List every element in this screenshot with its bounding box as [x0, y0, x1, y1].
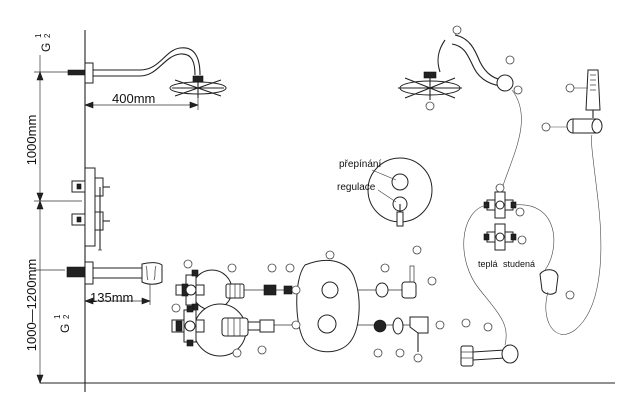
bath-spout-3d	[460, 344, 519, 367]
diverter-leader	[371, 169, 397, 181]
control-plate-front	[367, 157, 433, 227]
hose-upper	[499, 89, 522, 196]
callout-flange-2	[513, 85, 523, 95]
valve-body-upper	[175, 269, 233, 311]
arrow-down-2	[36, 374, 44, 384]
arm-arrow-right	[189, 101, 199, 109]
spout-length-label: 135mm	[90, 290, 133, 305]
arm-length-label: 400mm	[112, 91, 155, 106]
diverter-cartridge	[225, 283, 245, 299]
hand-shower-hose	[545, 134, 602, 335]
callout-hand-shower	[565, 83, 575, 93]
thread-den-lower: 2	[62, 314, 71, 319]
pipe-to-hand-shower	[512, 204, 555, 271]
hand-shower-holder-bottom	[539, 269, 559, 295]
arrow-up-2	[36, 200, 44, 210]
callout-spout	[461, 318, 471, 328]
callout-holder-bottom	[565, 290, 575, 300]
cover-plate	[296, 259, 360, 353]
part-callouts	[171, 245, 445, 363]
thread-label-upper: G 1 2	[34, 33, 53, 52]
cold-label: studená	[503, 259, 535, 269]
warm-label: teplá	[478, 259, 498, 269]
installation-view: 1000mm 1000—1200mm G 1 2 G 1 2	[24, 30, 615, 392]
mixer-handle	[373, 316, 429, 352]
hand-shower	[585, 69, 601, 118]
thread-num-upper: 1	[34, 33, 43, 38]
valve-body-lower	[171, 303, 247, 357]
callout-valve-upper	[495, 183, 505, 193]
callout-wall-holder	[541, 122, 551, 132]
bath-spout-side	[66, 261, 163, 285]
thread-num-lower: 1	[53, 314, 62, 319]
arm-lower	[451, 43, 506, 87]
thread-label-lower: G 1 2	[53, 314, 72, 333]
hand-shower-wall-holder	[566, 118, 603, 134]
valve-body-right-lower	[483, 223, 517, 251]
arm-wall-flange-3d	[496, 74, 514, 92]
arm-wall-flange	[84, 62, 94, 84]
callout-flange	[505, 55, 515, 65]
diverter-knob	[375, 265, 417, 299]
height-upper-label: 1000mm	[24, 115, 39, 166]
callout-valve-side	[515, 207, 525, 217]
regulation-leader	[377, 189, 397, 203]
shower-head-perspective	[398, 71, 462, 100]
exploded-valve-parts	[171, 245, 445, 363]
arrow-up-1	[36, 71, 44, 81]
arm-upper-curve	[437, 39, 446, 73]
height-lower-label: 1000—1200mm	[24, 259, 39, 352]
arm-upper	[454, 34, 506, 81]
spout-arrow-right	[141, 297, 151, 305]
shower-head-side	[169, 75, 227, 98]
thread-den-upper: 2	[43, 33, 52, 38]
callout-spout-2	[483, 322, 493, 332]
callout-head	[425, 101, 435, 111]
valve-body-right-upper	[483, 191, 517, 219]
shower-arm-top	[93, 47, 201, 76]
spout-arrow-left	[84, 297, 94, 305]
thread-g-lower: G	[58, 324, 72, 333]
regulation-label: regulace	[337, 182, 376, 193]
arrow-down-1	[36, 192, 44, 202]
valve-side-view	[71, 167, 110, 251]
thread-g-upper: G	[39, 43, 53, 52]
shower-arm-bottom	[93, 53, 196, 77]
arm-thread	[67, 69, 86, 76]
pipe-to-spout	[463, 204, 507, 346]
callout-valve-lower	[517, 235, 527, 245]
mixer-cartridge	[221, 317, 275, 337]
assembly-view: přepínání regulace	[337, 25, 603, 367]
callout-arm	[452, 25, 462, 35]
arm-arrow-left	[84, 101, 94, 109]
diverter-label: přepínání	[339, 159, 381, 170]
